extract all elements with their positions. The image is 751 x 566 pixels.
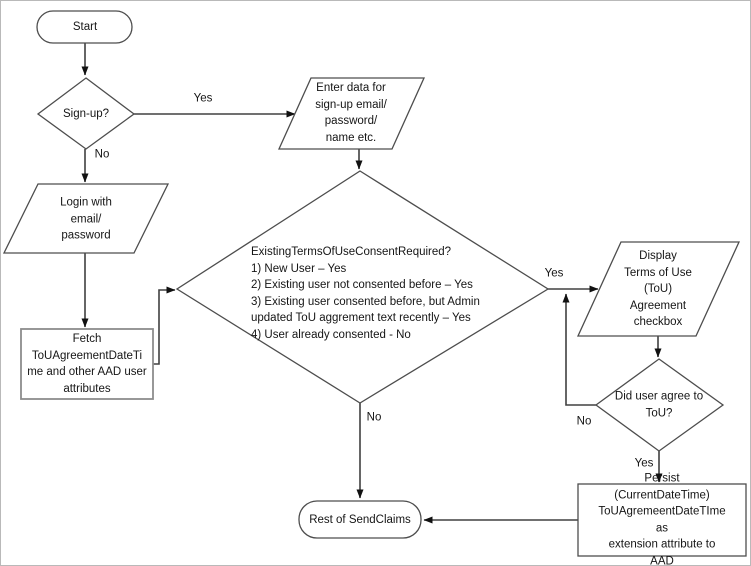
start-terminator-shape [36,10,133,44]
agree-decision-shape [594,358,725,452]
persist-process-shape [577,483,747,557]
consent-decision-shape [175,170,550,404]
edge-agree-no-loop-to-display [562,293,596,406]
display-tou-io-shape [576,241,741,337]
edge-fetch-to-consent [153,286,176,365]
signup-decision-shape [36,77,136,150]
fetch-process-shape [20,328,154,400]
sendclaims-terminator-shape [298,500,422,539]
enter-data-io-shape [277,77,426,150]
login-io-shape [2,183,170,254]
